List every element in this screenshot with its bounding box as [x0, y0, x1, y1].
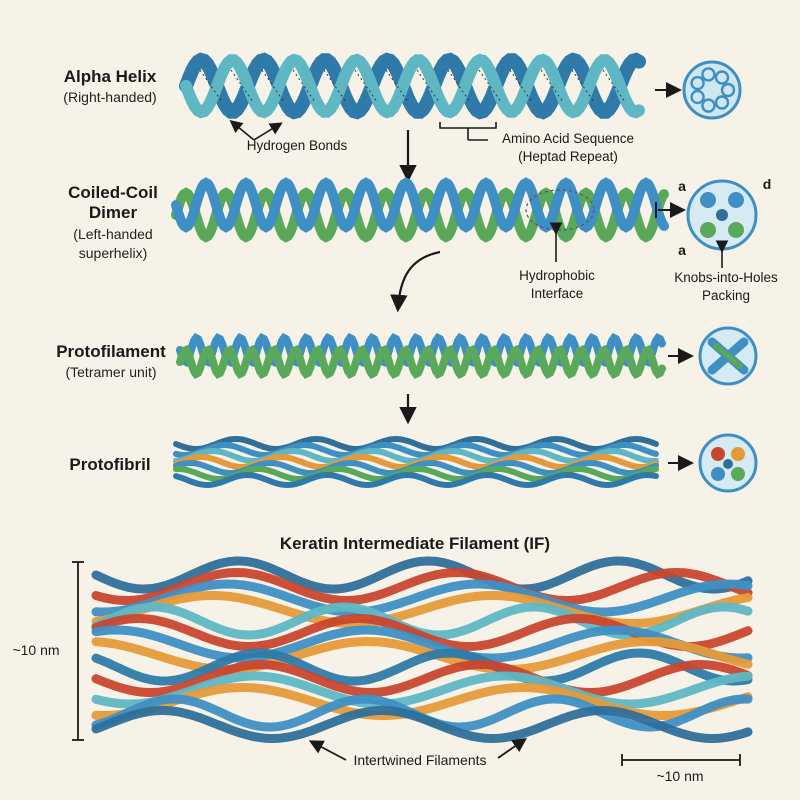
width-scale-label: ~10 nm [656, 768, 704, 784]
alpha-helix-subtitle: (Right-handed) [63, 89, 157, 105]
keratin-filament-title: Keratin Intermediate Filament (IF) [279, 534, 551, 553]
intertwined-filaments-label: Intertwined Filaments [353, 752, 487, 768]
hydrogen-bonds-label: Hydrogen Bonds [246, 138, 348, 153]
tetramer-cross-section [698, 326, 758, 386]
dimer-subtitle-line1: (Left-handed [73, 226, 153, 242]
dimer-title-line2: Dimer [88, 203, 138, 222]
hydrophobic-label-line1: Hydrophobic [519, 268, 595, 283]
dimer-title-line1: Coiled-Coil [68, 183, 158, 202]
dimer-bar-arrow [655, 202, 686, 218]
dimer-subtitle-line2: superhelix) [78, 245, 148, 261]
knobs-into-holes-diagram [686, 179, 758, 268]
hydrophobic-interface-marker [525, 189, 595, 262]
heptad-bracket [439, 122, 497, 141]
height-scale-label: ~10 nm [12, 642, 60, 658]
protofibril-cross-section [698, 433, 758, 493]
hydrophobic-label-line2: Interface [530, 286, 584, 301]
amino-acid-sequence-label: Amino Acid Sequence [501, 131, 635, 146]
alpha-helix-ribbon [179, 52, 646, 120]
intertwined-pointers [308, 737, 527, 761]
protofilament-strands [176, 332, 666, 380]
height-scale-bar [72, 561, 84, 741]
protofibril-title: Protofibril [69, 455, 151, 474]
protofibril-bundle [173, 435, 659, 489]
knobs-label-line1: Knobs-into-Holes [674, 270, 778, 285]
keratin-filament-bundle [91, 556, 753, 744]
coiled-coil-dimer [171, 177, 669, 243]
alpha-helix-cross-section [682, 60, 742, 120]
protofilament-title: Protofilament [56, 342, 166, 361]
hydrogen-bond-lines [199, 69, 626, 103]
heptad-d: d [762, 176, 772, 192]
heptad-a-bottom: a [678, 242, 686, 258]
hydrogen-bond-pointers [229, 119, 283, 141]
heptad-repeat-label: (Heptad Repeat) [518, 149, 618, 164]
alpha-helix-title: Alpha Helix [63, 67, 157, 86]
knobs-label-line2: Packing [701, 288, 751, 303]
protofilament-subtitle: (Tetramer unit) [65, 364, 157, 380]
width-scale-bar [621, 754, 741, 766]
heptad-a-top: a [678, 178, 686, 194]
down-arrow-2 [390, 250, 441, 313]
